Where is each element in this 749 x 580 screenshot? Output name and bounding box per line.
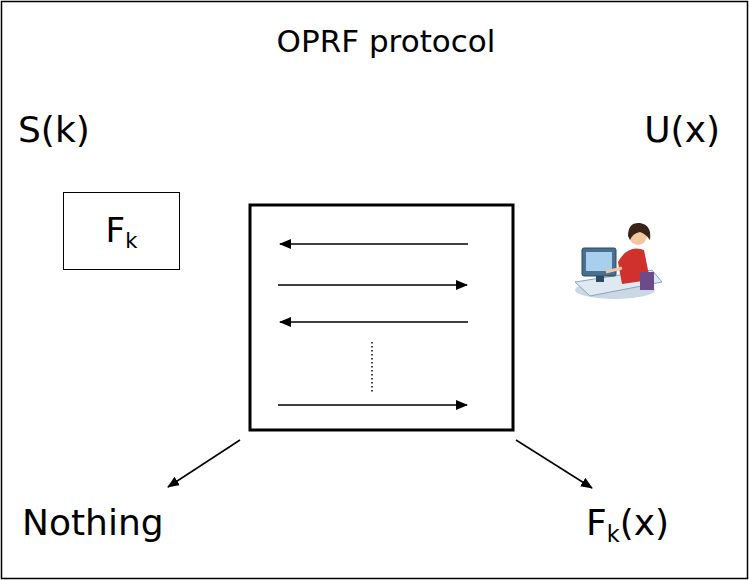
user-icon — [575, 223, 662, 299]
diagram-title: OPRF protocol — [277, 24, 496, 58]
output-label: Fk(x) — [586, 503, 669, 543]
output-label: Nothing — [22, 503, 164, 543]
party-label: S(k) — [18, 110, 90, 150]
message-arrows — [278, 244, 468, 405]
output-arrow — [516, 440, 592, 488]
function-name: Fk — [106, 212, 138, 249]
party-label: U(x) — [644, 110, 720, 150]
protocol-box — [250, 205, 513, 430]
function-box: Fk — [63, 192, 180, 270]
output-arrow — [168, 440, 240, 487]
ellipsis-line — [371, 342, 373, 393]
